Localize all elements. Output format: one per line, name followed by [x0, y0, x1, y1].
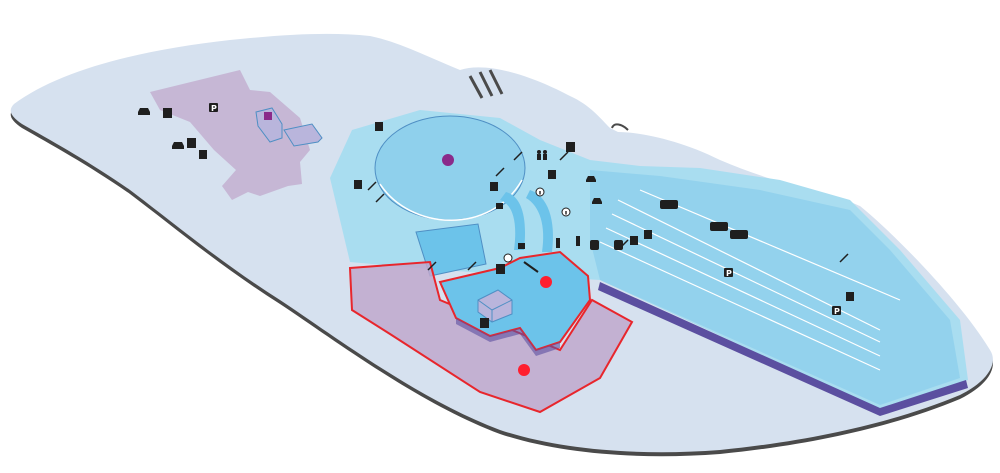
elevator-icon[interactable] — [566, 142, 575, 152]
circular-pier — [375, 116, 525, 220]
parking-sign-icon[interactable]: P — [209, 103, 218, 113]
gate-arc — [500, 192, 526, 250]
main-terminal-block — [440, 252, 590, 350]
bus-icon[interactable] — [710, 222, 728, 231]
car-icon[interactable] — [172, 142, 184, 149]
pier-outline — [611, 123, 629, 131]
cube-building — [478, 290, 512, 322]
location-marker-icon[interactable] — [442, 154, 454, 166]
ticket-machine-icon[interactable] — [630, 236, 638, 245]
satellite-block-outline — [415, 223, 487, 277]
elevator-icon[interactable] — [480, 318, 489, 328]
parking-sign-label: P — [211, 104, 217, 113]
main-terminal-shadow — [456, 318, 560, 356]
ticket-machine-icon[interactable] — [354, 180, 362, 189]
ticket-machine-icon[interactable] — [199, 150, 207, 159]
remote-building-marker — [264, 112, 272, 120]
ticket-machine-icon[interactable] — [644, 230, 652, 239]
bus-apron — [590, 170, 960, 405]
toilets-icon[interactable] — [537, 150, 547, 160]
remote-parking-zone — [150, 70, 323, 200]
terminal-complex — [330, 110, 968, 416]
currency-exchange-icon[interactable] — [503, 253, 513, 263]
parking-sign-icon[interactable]: P — [832, 306, 841, 316]
remote-building-b — [284, 124, 322, 146]
traffic-light-icon[interactable] — [576, 236, 580, 246]
bus-icon[interactable] — [660, 200, 678, 209]
security-lock-icon[interactable] — [496, 203, 503, 209]
service-icons: P P P — [138, 103, 854, 328]
remote-building-outline — [255, 107, 323, 147]
luggage-icon[interactable] — [490, 182, 498, 191]
restricted-zone-boundary — [348, 260, 634, 414]
location-marker-icon[interactable] — [518, 364, 530, 376]
bus-icon[interactable] — [614, 240, 623, 250]
taxi-icon[interactable] — [592, 198, 602, 204]
ticket-machine-icon[interactable] — [846, 292, 854, 301]
restricted-zone — [348, 250, 634, 414]
location-marker-icon[interactable] — [540, 276, 552, 288]
cube-outline — [477, 289, 513, 323]
parking-sign-icon[interactable]: P — [724, 268, 733, 278]
car-icon[interactable] — [586, 176, 596, 182]
parking-aisles — [599, 189, 901, 371]
parking-sign-label: P — [834, 307, 840, 316]
remote-zone-area — [150, 70, 310, 200]
location-markers — [442, 154, 552, 376]
satellite-block — [416, 224, 486, 276]
ticket-machine-icon[interactable] — [375, 122, 383, 131]
car-icon[interactable] — [138, 108, 150, 115]
remote-building-a — [256, 108, 282, 142]
luggage-icon[interactable] — [548, 170, 556, 179]
traffic-light-icon[interactable] — [556, 238, 560, 248]
main-terminal-boundary — [438, 250, 592, 352]
information-icon[interactable] — [535, 187, 545, 197]
parking-sign-label: P — [726, 269, 732, 278]
elevator-icon[interactable] — [163, 108, 172, 118]
security-lock-icon[interactable] — [518, 243, 525, 249]
direction-arrow-icon — [523, 261, 539, 273]
road-stubs — [468, 69, 504, 99]
walkway-icon[interactable] — [367, 151, 849, 271]
elevator-icon[interactable] — [496, 264, 505, 274]
elevator-icon[interactable] — [187, 138, 196, 148]
bus-icon[interactable] — [730, 230, 748, 239]
gate-arc-2 — [526, 190, 554, 252]
information-icon[interactable] — [561, 207, 571, 217]
bus-icon[interactable] — [590, 240, 599, 250]
